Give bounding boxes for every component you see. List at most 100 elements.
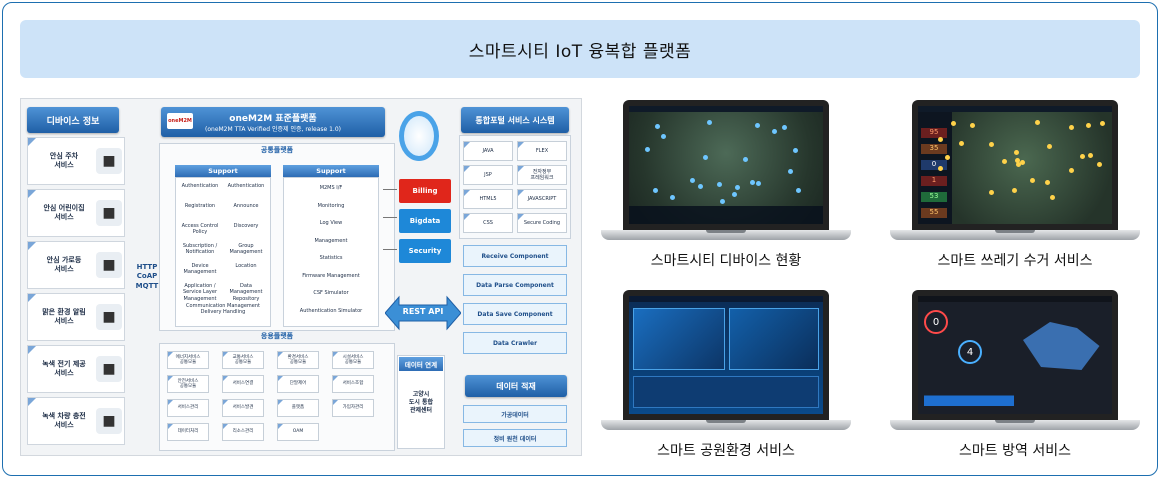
support-item: Authentication Simulator: [299, 307, 363, 314]
rest-api-label: REST API: [402, 307, 444, 316]
map-pin-icon: [1034, 120, 1040, 126]
app-module-label: 가입자관리: [342, 405, 364, 411]
device-item: 안심 어린이집 서비스■: [27, 189, 125, 237]
map-pin-icon: [756, 181, 762, 187]
map-pin-icon: [796, 188, 802, 194]
map-pin-icon: [1019, 159, 1025, 165]
tech-label: JAVA: [482, 148, 494, 154]
tech-item: JAVA: [463, 141, 513, 161]
component-item: Data Crawler: [463, 332, 567, 354]
device-label: 맑은 환경 알림 서비스: [42, 307, 86, 325]
map-pin-icon: [970, 123, 976, 129]
map-pin-icon: [755, 123, 761, 129]
screen-garbage-map: 95 35 0 1 53 55: [918, 106, 1112, 224]
tech-label: FLEX: [535, 148, 549, 154]
onem2m-header: oneM2M 표준플랫폼 (oneM2M TTA Verified 인증제 인증…: [161, 107, 385, 137]
app-module: 가입자관리: [332, 399, 374, 417]
support-item: Log View: [319, 220, 343, 226]
map-pin-icon: [707, 120, 712, 126]
app-module-label: 리소스관리: [232, 429, 254, 435]
support-header-2: Support: [283, 165, 379, 177]
map-pin-icon: [950, 120, 956, 126]
app-module: 리소스관리: [222, 423, 264, 441]
map-pin-icon: [944, 154, 950, 160]
map-pin-icon: [661, 133, 667, 139]
traffic-light-icon: ■: [96, 148, 122, 174]
tech-item: HTML5: [463, 189, 513, 209]
sensor-box-icon: ■: [96, 304, 122, 330]
support-item: CSF Simulator: [313, 290, 349, 296]
device-label: 녹색 차량 충전 서비스: [42, 411, 86, 429]
processed-data: 가공데이터: [463, 405, 567, 423]
map-pin-icon: [690, 177, 696, 183]
app-module-label: 환경서비스 공통모듈: [287, 354, 309, 365]
app-module-label: 단말제어: [289, 381, 307, 387]
map-pin-icon: [781, 124, 787, 130]
raw-data: 정비 원천 데이터: [463, 429, 567, 447]
map-pin-icon: [731, 191, 737, 197]
map-pin-icon: [1015, 162, 1021, 167]
caption-device-status: 스마트시티 디바이스 현황: [650, 253, 802, 269]
common-platform-label: 공통플랫폼: [260, 146, 294, 154]
data-link-header: 데이터 연계: [399, 357, 443, 371]
device-item: 녹색 차량 충전 서비스■: [27, 397, 125, 445]
wearable-watch-icon: [399, 111, 439, 161]
device-item: 녹색 전기 제공 서비스■: [27, 345, 125, 393]
app-module-label: 시설서비스 공통모듈: [342, 354, 364, 365]
support-header-1: Support: [175, 165, 271, 177]
app-module: 서비스발견: [222, 399, 264, 417]
app-module: 단말제어: [277, 375, 319, 393]
map-pin-icon: [1011, 187, 1017, 193]
rest-api-arrow-icon: [385, 295, 461, 331]
map-pin-icon: [652, 188, 658, 194]
app-module: 서비스연결: [222, 375, 264, 393]
map-pin-icon: [1029, 177, 1035, 183]
tech-label: JSP: [484, 172, 492, 178]
map-pin-icon: [655, 124, 661, 130]
tech-item: Secure Coding: [517, 213, 567, 233]
map-pin-icon: [1050, 195, 1056, 201]
watch-icon: ■: [96, 200, 122, 226]
support-item: Authentication: [181, 183, 219, 189]
map-pin-icon: [735, 184, 741, 190]
tech-label: Secure Coding: [523, 220, 561, 226]
app-module: 플랫폼: [277, 399, 319, 417]
side-button-billing: Billing: [399, 179, 451, 203]
device-item: 안심 주차 서비스■: [27, 137, 125, 185]
onem2m-subtitle: (oneM2M TTA Verified 인증제 인증, release 1.0…: [205, 126, 341, 133]
tech-item: JSP: [463, 165, 513, 185]
app-module: 시설서비스 공통모듈: [332, 351, 374, 369]
arrow-line: [383, 249, 397, 250]
support-item: Location: [235, 263, 257, 269]
tech-item: JAVASCRIPT: [517, 189, 567, 209]
map-pin-icon: [743, 156, 749, 162]
tech-label: CSS: [483, 220, 493, 226]
tech-item: 전자정부 프레임워크: [517, 165, 567, 185]
map-pin-icon: [772, 128, 778, 134]
app-module: 환경서비스 공통모듈: [277, 351, 319, 369]
map-pin-icon: [937, 136, 943, 142]
meter-icon: ■: [96, 356, 122, 382]
architecture-diagram: 디바이스 정보 안심 주차 서비스■안심 어린이집 서비스■안심 가로등 서비스…: [20, 98, 582, 456]
caption-garbage: 스마트 쓰레기 수거 서비스: [937, 253, 1093, 269]
support-item: M2MS I/F: [319, 185, 343, 191]
tech-label: 전자정부 프레임워크: [530, 169, 554, 181]
protocol-label: HTTP CoAP MQTT: [135, 263, 159, 290]
map-pin-icon: [958, 140, 964, 146]
support-item: Data Management Repository: [229, 283, 263, 302]
map-pin-icon: [988, 189, 994, 195]
map-pin-icon: [669, 194, 675, 200]
device-header: 디바이스 정보: [27, 107, 119, 133]
app-module-label: OAM: [292, 429, 304, 435]
portal-header: 통합포털 서비스 시스템: [461, 107, 569, 133]
map-pin-icon: [787, 169, 793, 175]
support-item: Statistics: [319, 255, 343, 261]
screen-quarantine: 0 4: [918, 296, 1112, 414]
app-module-label: 서비스관리: [177, 405, 199, 411]
support-item: Management: [314, 237, 348, 244]
tech-item: FLEX: [517, 141, 567, 161]
arrow-line: [383, 189, 397, 190]
streetlamp-icon: ■: [96, 252, 122, 278]
map-pin-icon: [1100, 121, 1106, 127]
support-item: Communication Management Delivery Handli…: [186, 303, 260, 316]
